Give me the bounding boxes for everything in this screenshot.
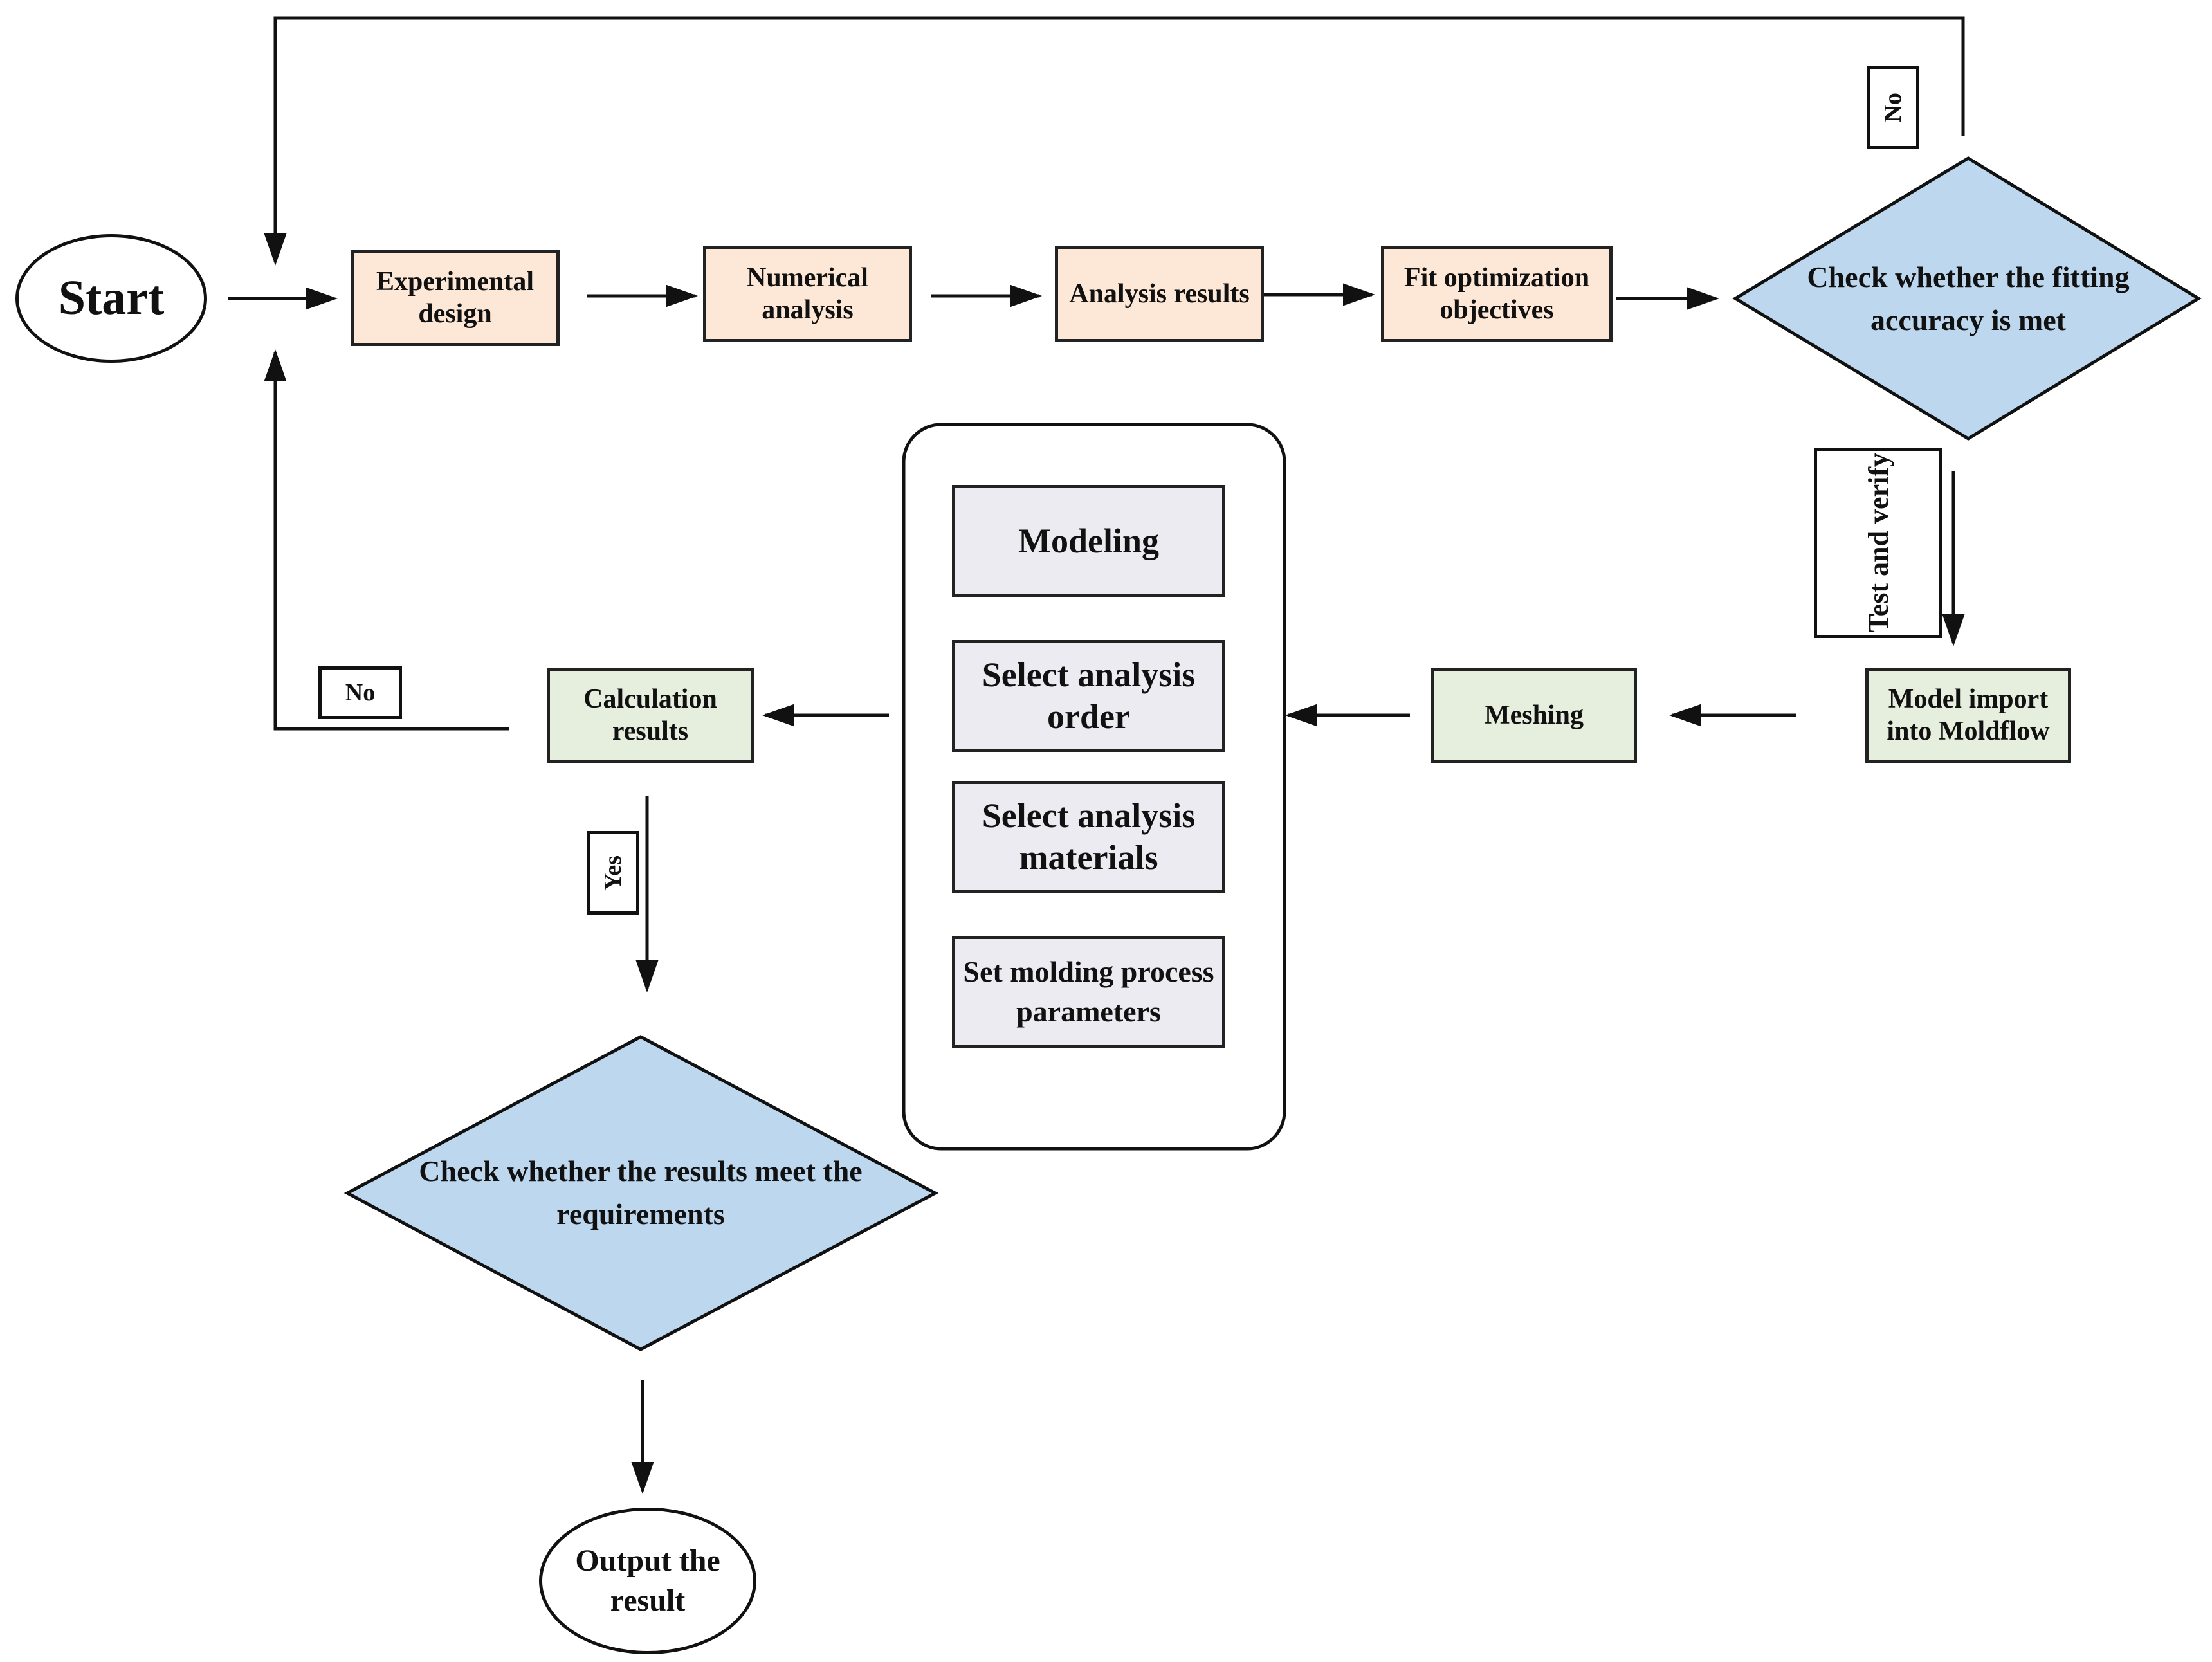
check-results-label: Check whether the results meet the requi…: [419, 1155, 863, 1230]
analysis-results-label: Analysis results: [1069, 279, 1250, 309]
start-label: Start: [58, 271, 165, 325]
meshing-box: Meshing: [1431, 668, 1637, 763]
start-node: Start: [15, 234, 207, 363]
model-import-label: Model import into Moldflow: [1887, 684, 2050, 746]
test-verify-label: Test and verify: [1814, 448, 1942, 638]
modeling-box: Modeling: [952, 485, 1225, 597]
set-parameters-box: Set molding process parameters: [952, 936, 1225, 1048]
calculation-results-box: Calculation results: [547, 668, 754, 763]
loop-top-no: [264, 16, 1965, 266]
no-label-left: No: [318, 666, 402, 719]
check-results-text: Check whether the results meet the requi…: [379, 1138, 902, 1248]
select-order-box: Select analysis order: [952, 640, 1225, 752]
diamond-results-shape: [343, 1035, 939, 1351]
select-materials-box: Select analysis materials: [952, 781, 1225, 893]
experimental-design-label: Experimental design: [376, 266, 534, 329]
select-order-label: Select analysis order: [982, 655, 1196, 736]
modeling-label: Modeling: [1018, 521, 1159, 560]
meshing-label: Meshing: [1484, 700, 1584, 730]
diamond-fitting-shape: [1732, 156, 2202, 441]
output-label: Output the result: [575, 1543, 720, 1618]
check-fitting-text: Check whether the fitting accuracy is me…: [1775, 244, 2161, 354]
loop-left-no: [264, 349, 509, 731]
output-node: Output the result: [539, 1508, 756, 1654]
experimental-design-box: Experimental design: [351, 250, 560, 346]
fit-objectives-label: Fit optimization objectives: [1403, 262, 1590, 325]
check-fitting-label: Check whether the fitting accuracy is me…: [1807, 260, 2130, 336]
analysis-results-box: Analysis results: [1055, 246, 1264, 342]
set-parameters-label: Set molding process parameters: [963, 954, 1214, 1028]
calculation-results-label: Calculation results: [583, 684, 717, 746]
yes-text: Yes: [599, 855, 626, 891]
test-verify-text: Test and verify: [1862, 453, 1894, 633]
no-top-text: No: [1879, 92, 1906, 123]
no-left-text: No: [345, 679, 376, 706]
yes-label: Yes: [587, 831, 639, 915]
fit-objectives-box: Fit optimization objectives: [1381, 246, 1613, 342]
numerical-analysis-box: Numerical analysis: [703, 246, 912, 342]
select-materials-label: Select analysis materials: [982, 796, 1196, 877]
model-import-box: Model import into Moldflow: [1865, 668, 2071, 763]
numerical-analysis-label: Numerical analysis: [747, 262, 868, 325]
no-label-top: No: [1867, 66, 1919, 149]
